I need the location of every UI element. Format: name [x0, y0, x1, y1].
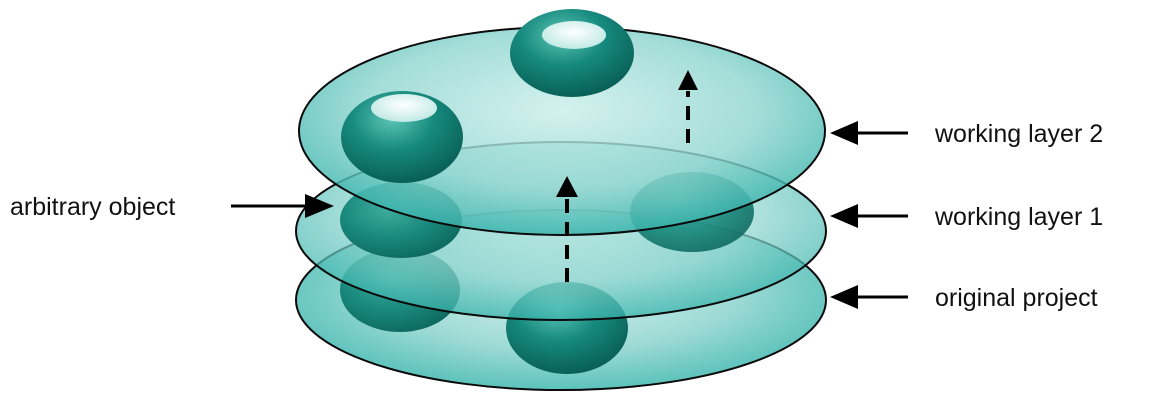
sphere-highlight — [542, 21, 606, 49]
dashed-arrow-up-icon — [556, 176, 578, 282]
label-pointers — [231, 121, 908, 309]
working-layer-2-label: working layer 2 — [934, 120, 1103, 148]
arrow-right-icon — [231, 194, 334, 218]
arbitrary-object-label: arbitrary object — [10, 193, 175, 221]
arrow-left-icon — [830, 204, 908, 228]
sphere-object — [510, 9, 634, 97]
original-project-label: original project — [935, 284, 1098, 312]
arrow-left-icon — [830, 121, 908, 145]
sphere-highlight — [371, 94, 437, 122]
arrow-left-icon — [830, 285, 908, 309]
sphere-object — [341, 91, 463, 183]
objects-on-working-layer-2 — [341, 9, 634, 183]
movement-arrows — [556, 70, 698, 282]
working-layer-1-label: working layer 1 — [934, 203, 1103, 231]
dashed-arrow-up-icon — [678, 70, 698, 143]
